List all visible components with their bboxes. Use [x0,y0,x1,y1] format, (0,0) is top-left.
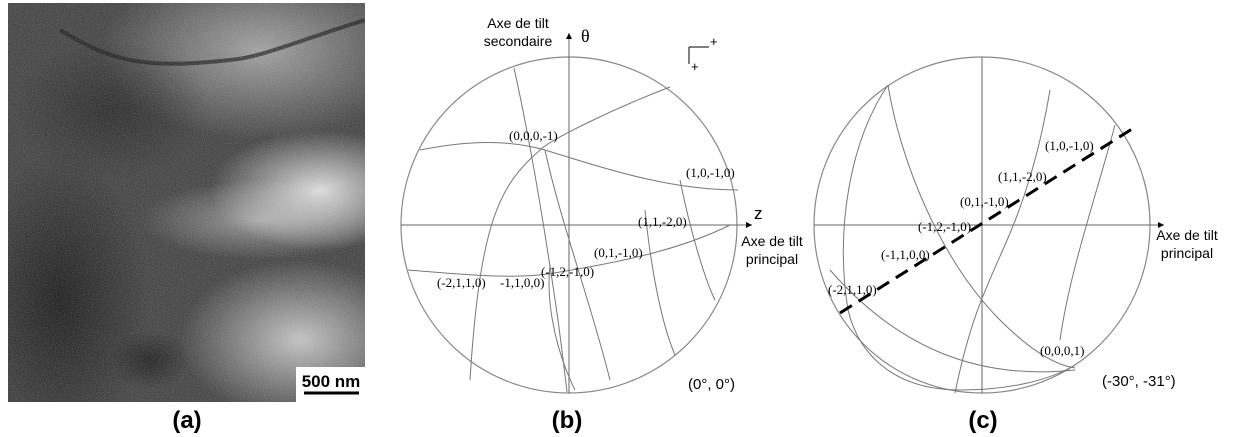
panel-b-label: (b) [552,407,583,434]
panel-c-label: (c) [968,407,997,434]
principal-axis-label-line2-c: principal [1161,245,1213,261]
pole-label-c-2: (0,1,-1,0) [960,194,1009,209]
pole-label-b-3: (0,1,-1,0) [594,245,643,260]
pole-label-c-4: (-1,1,0,0) [881,247,930,262]
orientation-plus-y: + [691,59,699,74]
pole-label-b-0: (0,0,0,-1) [509,128,558,143]
tilt-reading-b: (0°, 0°) [688,376,735,393]
tem-micrograph [0,0,430,437]
pole-label-c-0: (1,0,-1,0) [1045,138,1094,153]
pole-label-b-5: (-2,1,1,0) [437,275,486,290]
secondary-axis-label-line1: Axe de tilt [487,15,549,31]
pole-label-b-2: (1,1,-2,0) [638,214,687,229]
principal-axis-label-line1-b: Axe de tilt [741,233,803,249]
tilt-trace-dashed [840,129,1132,313]
orientation-plus-x: + [710,34,718,49]
scale-bar-label: 500 nm [302,372,361,391]
panel-c: Axe de tilt principal (1,0,-1,0) (1,1,-2… [814,57,1218,434]
z-axis-label: z [754,204,763,223]
principal-axis-label-line2-b: principal [746,251,798,267]
pole-label-c-5: (-2,1,1,0) [828,282,877,297]
pole-label-b-6: -1,1,0,0) [500,275,544,290]
pole-label-b-1: (1,0,-1,0) [686,165,735,180]
pole-label-b-4: (-1,2,-1,0) [541,264,594,279]
pole-label-c-1: (1,1,-2,0) [998,169,1047,184]
theta-label: θ [581,26,590,46]
panel-a-label: (a) [172,407,201,434]
pole-label-c-6: (0,0,0,1) [1040,343,1084,358]
tilt-reading-c: (-30°, -31°) [1102,373,1176,390]
panel-b: Axe de tilt secondaire θ z Axe de tilt p… [401,15,803,434]
secondary-axis-label-line2: secondaire [484,33,553,49]
principal-axis-label-line1-c: Axe de tilt [1156,227,1218,243]
pole-label-c-3: (-1,2,-1,0) [918,219,971,234]
panel-a: 500 nm (a) [0,0,430,437]
